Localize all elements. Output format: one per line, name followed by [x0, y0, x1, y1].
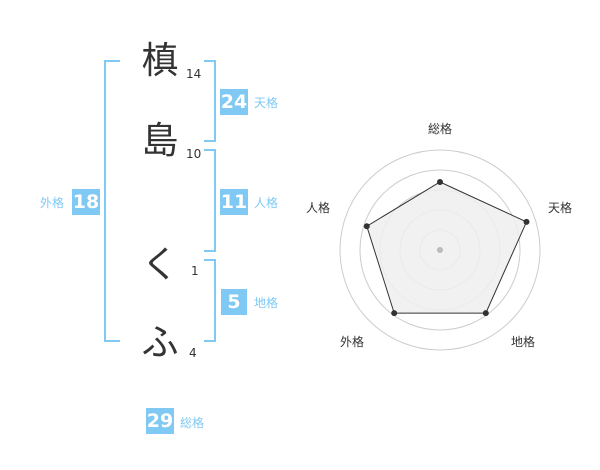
stroke-count-2: 10 — [186, 147, 202, 161]
chikaku-label: 地格 — [254, 296, 279, 310]
radar-ring-2 — [359, 169, 521, 331]
soukaku-value: 29 — [146, 408, 174, 434]
gaikaku-bracket — [104, 60, 120, 342]
radar-points — [363, 179, 530, 317]
radar-point-chikaku — [482, 310, 489, 317]
gaikaku-label: 外格 — [40, 196, 65, 210]
stroke-count-1: 14 — [186, 67, 202, 81]
stroke-count-3: 1 — [191, 264, 199, 278]
gaikaku-value: 18 — [72, 189, 100, 215]
radar-shape — [366, 181, 528, 314]
radar-point-jinkaku — [363, 223, 370, 230]
jinkaku-label: 人格 — [254, 196, 279, 210]
jinkaku-value: 11 — [220, 189, 248, 215]
tenkaku-value: 24 — [220, 89, 248, 115]
name-char-3: く — [141, 243, 179, 286]
radar-ring-1 — [339, 149, 541, 351]
chikaku-value: 5 — [221, 289, 247, 315]
radar-point-gaikaku — [391, 310, 398, 317]
radar-point-tenkaku — [523, 218, 530, 225]
tenkaku-label: 天格 — [254, 96, 279, 110]
name-char-2: 島 — [141, 119, 179, 162]
tenkaku-bracket — [204, 60, 216, 142]
soukaku-label: 総格 — [180, 416, 205, 430]
radar-label-soukaku: 総格 — [428, 122, 453, 136]
radar-label-chikaku: 地格 — [511, 335, 536, 349]
radar-label-tenkaku: 天格 — [548, 201, 573, 215]
chikaku-bracket — [204, 259, 216, 342]
stroke-count-4: 4 — [189, 346, 197, 360]
radar-label-jinkaku: 人格 — [306, 201, 331, 215]
radar-center-dot — [437, 247, 443, 253]
radar-point-soukaku — [437, 179, 443, 185]
name-char-1: 槙 — [141, 39, 179, 82]
radar-label-gaikaku: 外格 — [340, 335, 365, 349]
jinkaku-bracket — [204, 149, 216, 252]
name-char-4: ふ — [141, 321, 179, 364]
